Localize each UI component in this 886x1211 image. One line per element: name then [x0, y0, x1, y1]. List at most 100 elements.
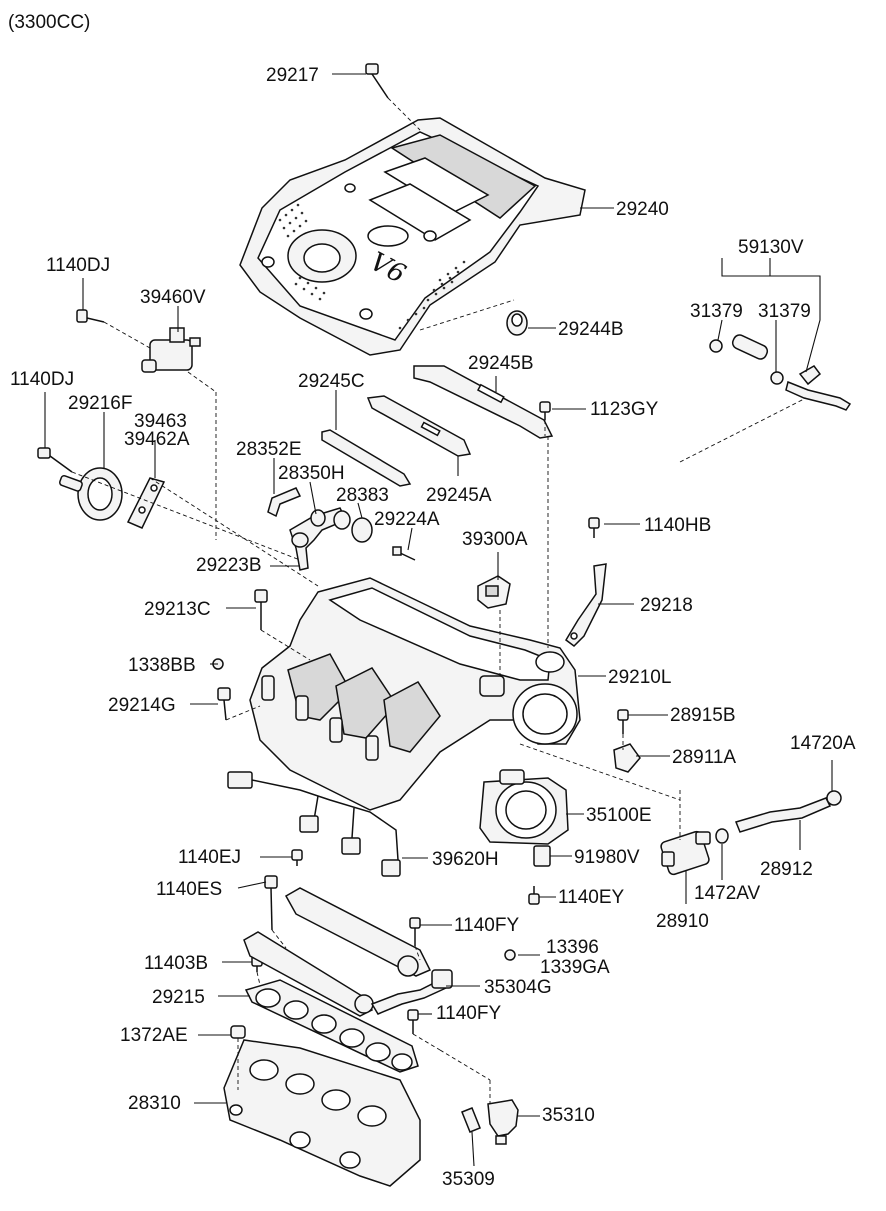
- bolt-29224a: [392, 546, 416, 561]
- callout-28383: 28383: [336, 485, 389, 506]
- intake-manifold-29210l: [249, 577, 581, 811]
- callout-29223b: 29223B: [196, 555, 262, 576]
- callout-29214g: 29214G: [108, 695, 176, 716]
- bracket-29218: [565, 563, 607, 647]
- callout-28350h: 28350H: [278, 463, 345, 484]
- callout-1123gy: 1123GY: [590, 399, 659, 420]
- bolt-1140es: [264, 875, 278, 931]
- callout-28910: 28910: [656, 911, 709, 932]
- engine-cover-part: [239, 117, 586, 356]
- bolt-1140ej: [291, 849, 303, 866]
- callout-1140hb: 1140HB: [644, 515, 712, 536]
- purge-valve-29216f: [58, 467, 123, 521]
- callout-29210l: 29210L: [608, 667, 672, 688]
- bracket-39462a: [126, 477, 166, 529]
- callout-39300a: 39300A: [462, 529, 528, 550]
- callout-35100e: 35100E: [586, 805, 652, 826]
- bolt-1140ey: [528, 886, 540, 905]
- bolt-1140dj-left: [37, 447, 73, 473]
- throttle-body-35100e: [479, 769, 569, 845]
- callout-39462a: 39462A: [124, 429, 190, 450]
- bolt-1123gy: [539, 401, 551, 420]
- callout-1140fy-lower: 1140FY: [436, 1003, 502, 1024]
- fuel-rail-lower: [243, 931, 374, 1017]
- callout-1472av: 1472AV: [694, 883, 761, 904]
- bolt-1140fy-lower: [407, 1009, 419, 1034]
- clamp-28383: [333, 510, 351, 530]
- callout-14720a: 14720A: [790, 733, 856, 754]
- callout-29215: 29215: [152, 987, 205, 1008]
- callout-29218: 29218: [640, 595, 693, 616]
- hose-28912: [734, 797, 832, 833]
- callout-39620h: 39620H: [432, 849, 499, 870]
- callout-29213c: 29213C: [144, 599, 211, 620]
- bolt-29217: [365, 63, 389, 99]
- bolt-1140dj-upper: [76, 309, 105, 323]
- callout-91980v: 91980V: [574, 847, 640, 868]
- nut-1372ae: [230, 1025, 246, 1039]
- callout-1339ga: 1339GA: [540, 957, 610, 978]
- callout-29245b: 29245B: [468, 353, 534, 374]
- bracket-29245a: [366, 395, 472, 457]
- callout-1140ey: 1140EY: [558, 887, 625, 908]
- callout-29245a: 29245A: [426, 485, 492, 506]
- injector-clip-35309: [461, 1107, 481, 1133]
- callout-28352e: 28352E: [236, 439, 302, 460]
- bolt-29214g: [217, 687, 231, 721]
- callout-31379-left: 31379: [690, 301, 743, 322]
- callout-13396: 13396: [546, 937, 599, 958]
- hose-28352e: [267, 487, 302, 518]
- callout-1140es: 1140ES: [156, 879, 223, 900]
- callout-29240: 29240: [616, 199, 669, 220]
- solenoid-valve-39460v: [141, 327, 201, 373]
- gasket-29215: [244, 979, 419, 1073]
- callout-29245c: 29245C: [298, 371, 365, 392]
- callout-1140ej: 1140EJ: [178, 847, 242, 868]
- cover-vent-pattern: [278, 203, 466, 330]
- callout-11403b: 11403B: [144, 953, 209, 974]
- callout-35310: 35310: [542, 1105, 595, 1126]
- lower-manifold-28310: [223, 1039, 421, 1187]
- callout-39460v: 39460V: [140, 287, 206, 308]
- bolt-29213c: [254, 589, 268, 630]
- callout-1140dj-upper: 1140DJ: [46, 255, 111, 276]
- callout-31379-right: 31379: [758, 301, 811, 322]
- callout-1372ae: 1372AE: [120, 1025, 188, 1046]
- alignment-dashes: [71, 97, 807, 1104]
- callout-28310: 28310: [128, 1093, 181, 1114]
- clamp-1472av: [715, 828, 729, 844]
- grommet-29244b: [506, 310, 528, 336]
- callout-29224a: 29224A: [374, 509, 440, 530]
- callout-39463: 39463: [134, 411, 187, 432]
- bolt-1140fy-upper: [409, 917, 421, 946]
- callout-1140dj-left: 1140DJ: [10, 369, 75, 390]
- fuel-injector-35310: [487, 1099, 519, 1145]
- bracket-29245b: [413, 365, 554, 439]
- callout-29217: 29217: [266, 65, 319, 86]
- fuel-line-35304g: [370, 969, 453, 1015]
- callout-28912: 28912: [760, 859, 813, 880]
- map-sensor-39300a: [477, 575, 511, 609]
- bolt-28915b: [617, 709, 629, 734]
- callout-leaders: [44, 73, 833, 1167]
- bracket-28911a: [613, 743, 641, 773]
- bracket-29245c: [321, 429, 412, 487]
- clamp-14720a: [826, 790, 842, 806]
- hose-assembly-59130v: [709, 334, 852, 411]
- callout-29244b: 29244B: [558, 319, 624, 340]
- callout-28911a: 28911A: [672, 747, 737, 768]
- cap-29224a: [351, 517, 373, 543]
- callout-1338bb: 1338BB: [128, 655, 196, 676]
- callout-1140fy-upper: 1140FY: [454, 915, 520, 936]
- solenoid-28910: [660, 830, 711, 876]
- callout-35304g: 35304G: [484, 977, 552, 998]
- bolt-1140hb: [588, 517, 600, 538]
- callout-29216f: 29216F: [68, 393, 133, 414]
- fuel-rail-upper: [284, 887, 432, 977]
- callout-35309: 35309: [442, 1169, 495, 1190]
- hose-28350h: [289, 507, 348, 571]
- callout-28915b: 28915B: [670, 705, 736, 726]
- engine-variant-header: (3300CC): [8, 12, 91, 33]
